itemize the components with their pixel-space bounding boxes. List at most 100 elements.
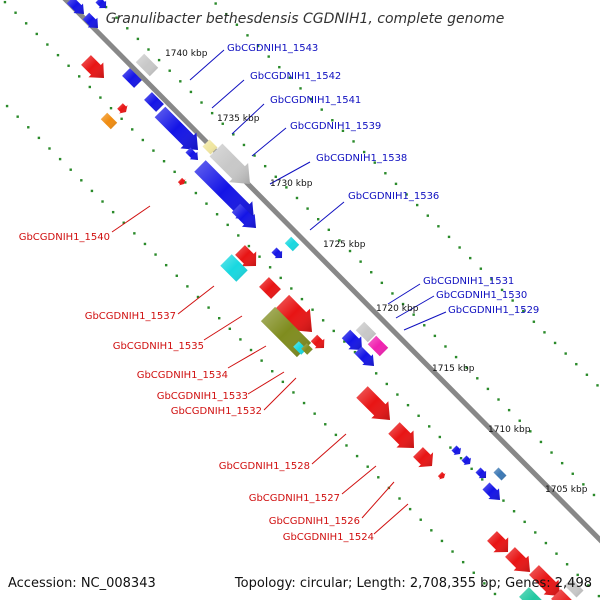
gene-label[interactable]: GbCGDNIH1_1540 bbox=[19, 232, 110, 243]
gene-label[interactable]: GbCGDNIH1_1542 bbox=[250, 71, 341, 82]
gene-features bbox=[66, 0, 584, 600]
tick-dot bbox=[362, 150, 366, 154]
tick-dot bbox=[27, 126, 30, 129]
gene-label[interactable]: GbCGDNIH1_1531 bbox=[423, 276, 514, 287]
tick-dot bbox=[226, 223, 229, 227]
tick-marks bbox=[3, 0, 600, 598]
tick-dot bbox=[232, 133, 235, 136]
gene-label[interactable]: GbCGDNIH1_1538 bbox=[316, 153, 407, 164]
tick-dot bbox=[214, 2, 217, 5]
tick-dot bbox=[539, 440, 543, 444]
gene-label[interactable]: GbCGDNIH1_1534 bbox=[137, 370, 228, 381]
gene-arrow-shade bbox=[551, 589, 572, 600]
gene-label[interactable]: GbCGDNIH1_1541 bbox=[270, 95, 361, 106]
tick-dot bbox=[555, 552, 558, 555]
tick-dot bbox=[256, 44, 260, 48]
gene-arrow-shade bbox=[310, 334, 325, 349]
tick-dot bbox=[260, 359, 263, 362]
tick-dot bbox=[398, 497, 401, 500]
leader-line bbox=[177, 285, 215, 315]
gene-arrow-shade bbox=[220, 254, 248, 282]
gene-arrow-shade bbox=[154, 106, 198, 150]
tick-dot bbox=[157, 58, 161, 62]
tick-dot bbox=[14, 11, 17, 14]
gene-label[interactable]: GbCGDNIH1_1539 bbox=[290, 121, 381, 132]
tick-dot bbox=[550, 451, 553, 454]
gene-label[interactable]: GbCGDNIH1_1527 bbox=[249, 493, 340, 504]
tick-dot bbox=[597, 594, 600, 598]
gene-arrow-shade bbox=[100, 112, 118, 130]
tick-dot bbox=[154, 253, 157, 256]
gene-label[interactable]: GbCGDNIH1_1529 bbox=[448, 305, 539, 316]
tick-dot bbox=[587, 584, 590, 587]
gene-label[interactable]: GbCGDNIH1_1533 bbox=[157, 391, 248, 402]
kbp-label: 1715 kbp bbox=[432, 364, 475, 374]
gene-arrow-shade bbox=[235, 245, 257, 267]
tick-dot bbox=[500, 288, 504, 292]
tick-dot bbox=[104, 5, 108, 9]
gene-arrow-shade bbox=[451, 445, 461, 455]
tick-dot bbox=[189, 90, 193, 94]
leader-line bbox=[341, 465, 377, 495]
gene-label[interactable]: GbCGDNIH1_1536 bbox=[348, 191, 439, 202]
tick-dot bbox=[3, 0, 7, 4]
tick-dot bbox=[338, 239, 341, 242]
tick-dot bbox=[479, 267, 483, 270]
tick-dot bbox=[290, 287, 293, 290]
gene-arrow-shade bbox=[177, 177, 186, 186]
gene-arrow-shade bbox=[437, 471, 446, 480]
leader-line bbox=[269, 161, 311, 185]
gene-label[interactable]: GbCGDNIH1_1524 bbox=[283, 532, 374, 543]
tick-dot bbox=[592, 493, 596, 497]
gene-arrow-shade bbox=[231, 203, 256, 228]
tick-dot bbox=[258, 255, 261, 258]
tick-dot bbox=[401, 302, 405, 306]
gene-label[interactable]: GbCGDNIH1_1528 bbox=[219, 461, 310, 472]
kbp-label: 1735 kbp bbox=[217, 114, 260, 124]
tick-dot bbox=[454, 355, 458, 359]
gene-label[interactable]: GbCGDNIH1_1543 bbox=[227, 43, 318, 54]
gene-arrow-shade bbox=[271, 247, 283, 259]
gene-arrow-shade bbox=[354, 346, 374, 366]
tick-dot bbox=[101, 200, 104, 203]
tick-dot bbox=[417, 414, 420, 417]
tick-dot bbox=[476, 377, 479, 380]
tick-dot bbox=[433, 334, 437, 338]
gene-label[interactable]: GbCGDNIH1_1530 bbox=[436, 290, 527, 301]
leader-line bbox=[111, 205, 151, 233]
gene-arrow-shade bbox=[81, 55, 104, 78]
tick-dot bbox=[486, 387, 490, 391]
tick-dot bbox=[136, 37, 140, 41]
gene-arrow-shade bbox=[367, 335, 389, 357]
kbp-label: 1740 kbp bbox=[165, 49, 208, 59]
tick-dot bbox=[215, 213, 219, 216]
gene-arrow-shade bbox=[355, 321, 377, 343]
tick-dot bbox=[440, 539, 444, 543]
gene-label[interactable]: GbCGDNIH1_1532 bbox=[171, 406, 262, 417]
tick-dot bbox=[56, 53, 60, 57]
gene-arrow-shade bbox=[482, 482, 500, 500]
gene-arrow-shade bbox=[185, 147, 198, 160]
tick-dot bbox=[285, 186, 288, 189]
gene-label[interactable]: GbCGDNIH1_1537 bbox=[85, 311, 176, 322]
tick-dot bbox=[279, 276, 282, 280]
tick-dot bbox=[267, 55, 270, 58]
tick-dot bbox=[99, 96, 102, 99]
gene-arrow-shade bbox=[564, 578, 584, 598]
tick-dot bbox=[560, 461, 564, 465]
gene-label[interactable]: GbCGDNIH1_1535 bbox=[113, 341, 204, 352]
tick-dot bbox=[481, 478, 484, 481]
tick-dot bbox=[470, 467, 473, 471]
tick-dot bbox=[461, 560, 465, 564]
tick-dot bbox=[575, 362, 578, 366]
gene-label[interactable]: GbCGDNIH1_1526 bbox=[269, 516, 360, 527]
leader-line bbox=[251, 127, 287, 157]
tick-dot bbox=[316, 218, 320, 221]
tick-dot bbox=[288, 76, 292, 79]
kbp-label: 1730 kbp bbox=[270, 179, 313, 189]
tick-dot bbox=[246, 34, 249, 37]
tick-dot bbox=[428, 425, 431, 428]
tick-dot bbox=[490, 278, 493, 281]
leader-line bbox=[227, 345, 267, 369]
